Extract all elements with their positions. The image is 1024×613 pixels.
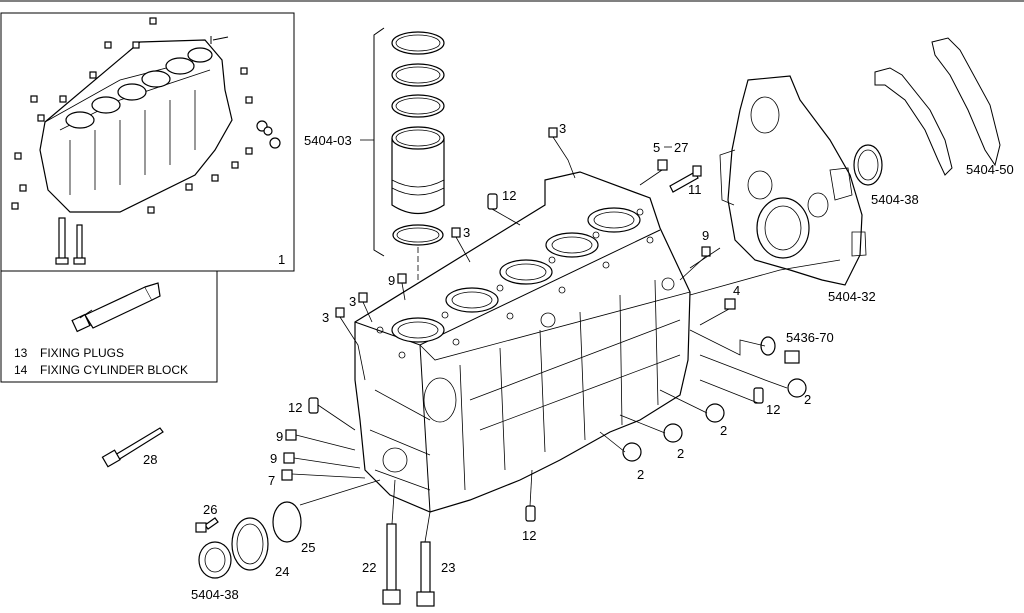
rear-cover-5404-32 — [719, 75, 867, 286]
callout-5404-50: 5404-50 — [966, 162, 1014, 177]
callout-9-upper: 9 — [388, 273, 395, 288]
callout-12-left: 12 — [288, 400, 302, 415]
callout-7: 7 — [268, 473, 275, 488]
callout-5: 5 — [653, 140, 660, 155]
inset-assembly-box: 1 — [0, 12, 295, 272]
callout-9-left2: 9 — [270, 451, 277, 466]
legend-14-number: 14 — [14, 363, 28, 377]
inset-label: 1 — [278, 252, 285, 267]
callout-4: 4 — [733, 283, 740, 298]
legend-box: 13 FIXING PLUGS 14 FIXING CYLINDER BLOCK — [0, 270, 218, 383]
callout-26: 26 — [203, 502, 217, 517]
callout-11: 11 — [688, 182, 702, 197]
callout-3-mid: 3 — [463, 225, 470, 240]
legend-13-text: FIXING PLUGS — [40, 346, 124, 360]
cylinder-block — [354, 171, 691, 513]
callout-24: 24 — [275, 564, 289, 579]
sealant-tube-icon — [71, 282, 161, 333]
callout-5436-70: 5436-70 — [786, 330, 834, 345]
legend-13-number: 13 — [14, 346, 28, 360]
leader-lines — [291, 136, 841, 543]
callout-12-bottom: 12 — [522, 528, 536, 543]
callout-3-top: 3 — [559, 121, 566, 136]
callout-27: 27 — [674, 140, 688, 155]
callout-2-r3: 2 — [677, 446, 684, 461]
callout-12-right: 12 — [766, 402, 780, 417]
small-parts — [101, 127, 807, 607]
legend-14-text: FIXING CYLINDER BLOCK — [40, 363, 188, 377]
callout-2-r2: 2 — [720, 423, 727, 438]
callout-labels: 5404-03 3 5 27 11 12 3 9 3 3 9 4 5404-32… — [143, 121, 1014, 602]
callout-12-top: 12 — [502, 188, 516, 203]
callout-5404-38-bottom: 5404-38 — [191, 587, 239, 602]
callout-28: 28 — [143, 452, 157, 467]
callout-2-r4: 2 — [637, 467, 644, 482]
callout-9-left1: 9 — [276, 429, 283, 444]
callout-5404-38-top: 5404-38 — [871, 192, 919, 207]
seal-ring-5404-38-top — [853, 144, 883, 186]
callout-9-right: 9 — [702, 228, 709, 243]
callout-25: 25 — [301, 540, 315, 555]
callout-2-r1: 2 — [804, 392, 811, 407]
cylinder-liner-stack — [373, 27, 445, 330]
callout-5404-32: 5404-32 — [828, 289, 876, 304]
callout-3-left1: 3 — [322, 310, 329, 325]
gasket-5404-50 — [874, 37, 1001, 176]
callout-22: 22 — [362, 560, 376, 575]
callout-23: 23 — [441, 560, 455, 575]
callout-5404-03: 5404-03 — [304, 133, 352, 148]
callout-3-left2: 3 — [349, 294, 356, 309]
